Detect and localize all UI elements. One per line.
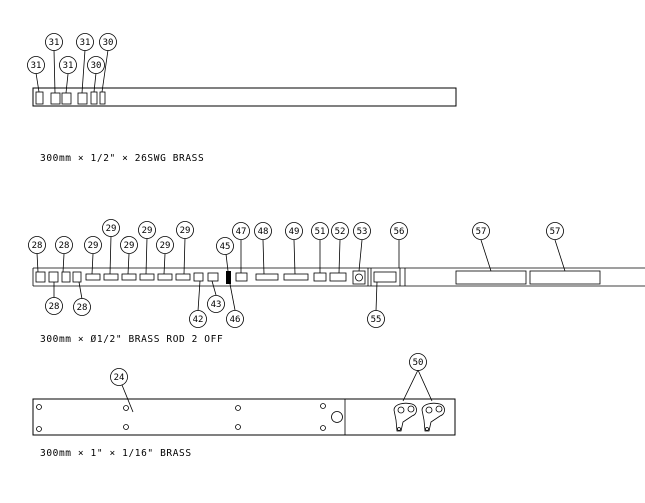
strip-part [91,92,97,104]
plate-caption: 300mm × 1" × 1/16" BRASS [40,448,192,459]
part-number: 29 [106,224,117,234]
strip-part [36,92,43,104]
rod-part [36,272,45,282]
part-number: 57 [550,227,561,237]
strip-sheet: 31 31 31 31 30 30 300mm × 1/2" × 26SWG B… [28,34,457,165]
rod-part [208,273,218,281]
rod-part [330,273,346,281]
hole [236,406,241,411]
rod-part [49,272,58,282]
hole [236,425,241,430]
rod-part [530,271,600,284]
rod-part [284,274,308,280]
hole [332,412,343,423]
part-number: 55 [371,315,382,325]
hole [398,428,401,431]
rod-sheet: 28 28 29 29 29 29 29 29 45 47 48 49 51 [29,220,645,346]
part-number: 31 [49,38,60,48]
part-number: 29 [88,241,99,251]
part-number: 24 [114,373,125,383]
part-number: 28 [59,241,70,251]
rod-part [456,271,526,284]
rod-part [86,274,100,280]
rod-part [314,273,326,281]
rod-part [356,274,363,281]
part-number: 56 [394,227,405,237]
part-number: 53 [357,227,368,237]
rod-parts [36,268,600,286]
part-number: 29 [142,226,153,236]
part-number: 50 [413,358,424,368]
part-number: 31 [63,61,74,71]
rod-balloons-top: 28 28 29 29 29 29 29 29 45 47 48 49 51 [29,220,564,255]
strip-balloons: 31 31 31 31 30 30 [28,34,117,74]
brass-plate-outline [33,399,455,435]
strip-part [62,93,71,104]
part-number: 48 [258,227,269,237]
plate-sheet: 24 50 300mm × 1" × 1/16" BRASS [33,354,455,460]
part-number: 29 [160,241,171,251]
part-number: 51 [315,227,326,237]
part-number: 31 [80,38,91,48]
rod-part [374,272,396,282]
hole [321,404,326,409]
hole [408,406,414,412]
part-number: 42 [193,315,204,325]
hole [436,406,442,412]
rod-part [256,274,278,280]
rod-part [236,273,247,281]
hole [426,407,432,413]
part-number: 43 [211,300,222,310]
strip-caption: 300mm × 1/2" × 26SWG BRASS [40,153,204,164]
part-number: 52 [335,227,346,237]
part-number: 29 [180,226,191,236]
part-number: 28 [49,302,60,312]
rod-part [73,272,81,282]
strip-part [78,93,87,104]
hole [426,428,429,431]
rod-part [158,274,172,280]
rod-part [226,271,231,284]
hole [37,427,42,432]
rod-part [194,273,203,281]
hole [37,405,42,410]
hole [398,407,404,413]
part-number: 28 [32,241,43,251]
hole [124,425,129,430]
part-number: 45 [220,242,231,252]
part-number: 28 [77,303,88,313]
part-number: 31 [31,61,42,71]
part-number: 47 [236,227,247,237]
hole [321,426,326,431]
part-number: 46 [230,315,241,325]
strip-part [51,93,60,104]
part-number: 29 [124,241,135,251]
part-number: 57 [476,227,487,237]
rod-part [140,274,154,280]
part-number: 30 [103,38,114,48]
rod-part [122,274,136,280]
rod-part [62,272,70,282]
strip-part [100,92,105,104]
part-number: 30 [91,61,102,71]
part-number: 49 [289,227,300,237]
rod-part [104,274,118,280]
rod-part [176,274,190,280]
rod-balloons-bottom: 28 28 42 43 46 55 [46,296,385,328]
hole [124,406,129,411]
rod-caption: 300mm × Ø1/2" BRASS ROD 2 OFF [40,334,223,345]
